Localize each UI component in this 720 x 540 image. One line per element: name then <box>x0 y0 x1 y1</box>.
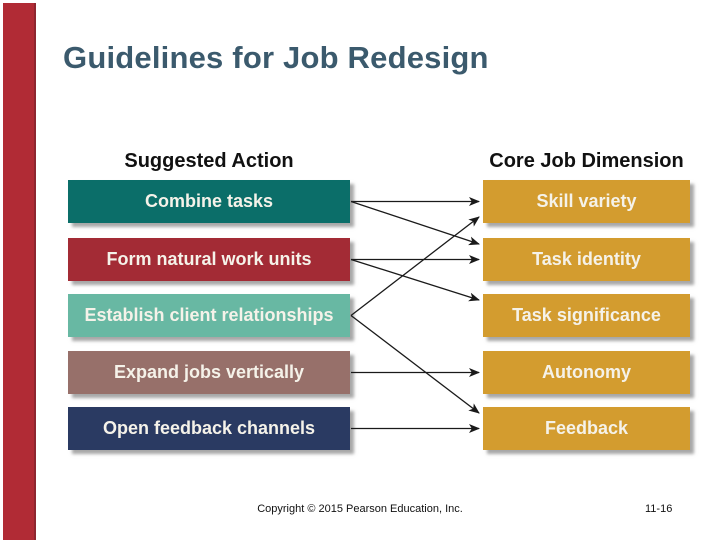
dimension-box-skill-variety: Skill variety <box>483 180 690 223</box>
dimension-box-feedback: Feedback <box>483 407 690 450</box>
arrow-establish-client-relationships-to-feedback <box>350 314 480 414</box>
action-box-establish-client-relationships: Establish client relationships <box>68 294 350 337</box>
left-accent-bar <box>3 3 36 540</box>
page-number: 11-16 <box>645 503 673 515</box>
suggested-action-header: Suggested Action <box>124 150 294 172</box>
action-box-combine-tasks: Combine tasks <box>68 180 350 223</box>
slide-title: Guidelines for Job Redesign <box>63 40 489 75</box>
dimension-box-task-identity: Task identity <box>483 238 690 281</box>
arrow-combine-tasks-to-task-identity <box>350 200 480 246</box>
arrow-form-natural-work-units-to-task-significance <box>350 258 480 302</box>
dimension-box-autonomy: Autonomy <box>483 351 690 394</box>
core-job-dimension-header: Core Job Dimension <box>489 150 684 172</box>
action-box-expand-jobs-vertically: Expand jobs vertically <box>68 351 350 394</box>
action-box-open-feedback-channels: Open feedback channels <box>68 407 350 450</box>
arrow-establish-client-relationships-to-skill-variety <box>350 216 480 317</box>
action-box-form-natural-work-units: Form natural work units <box>68 238 350 281</box>
dimension-box-task-significance: Task significance <box>483 294 690 337</box>
copyright-text: Copyright © 2015 Pearson Education, Inc. <box>257 503 463 515</box>
